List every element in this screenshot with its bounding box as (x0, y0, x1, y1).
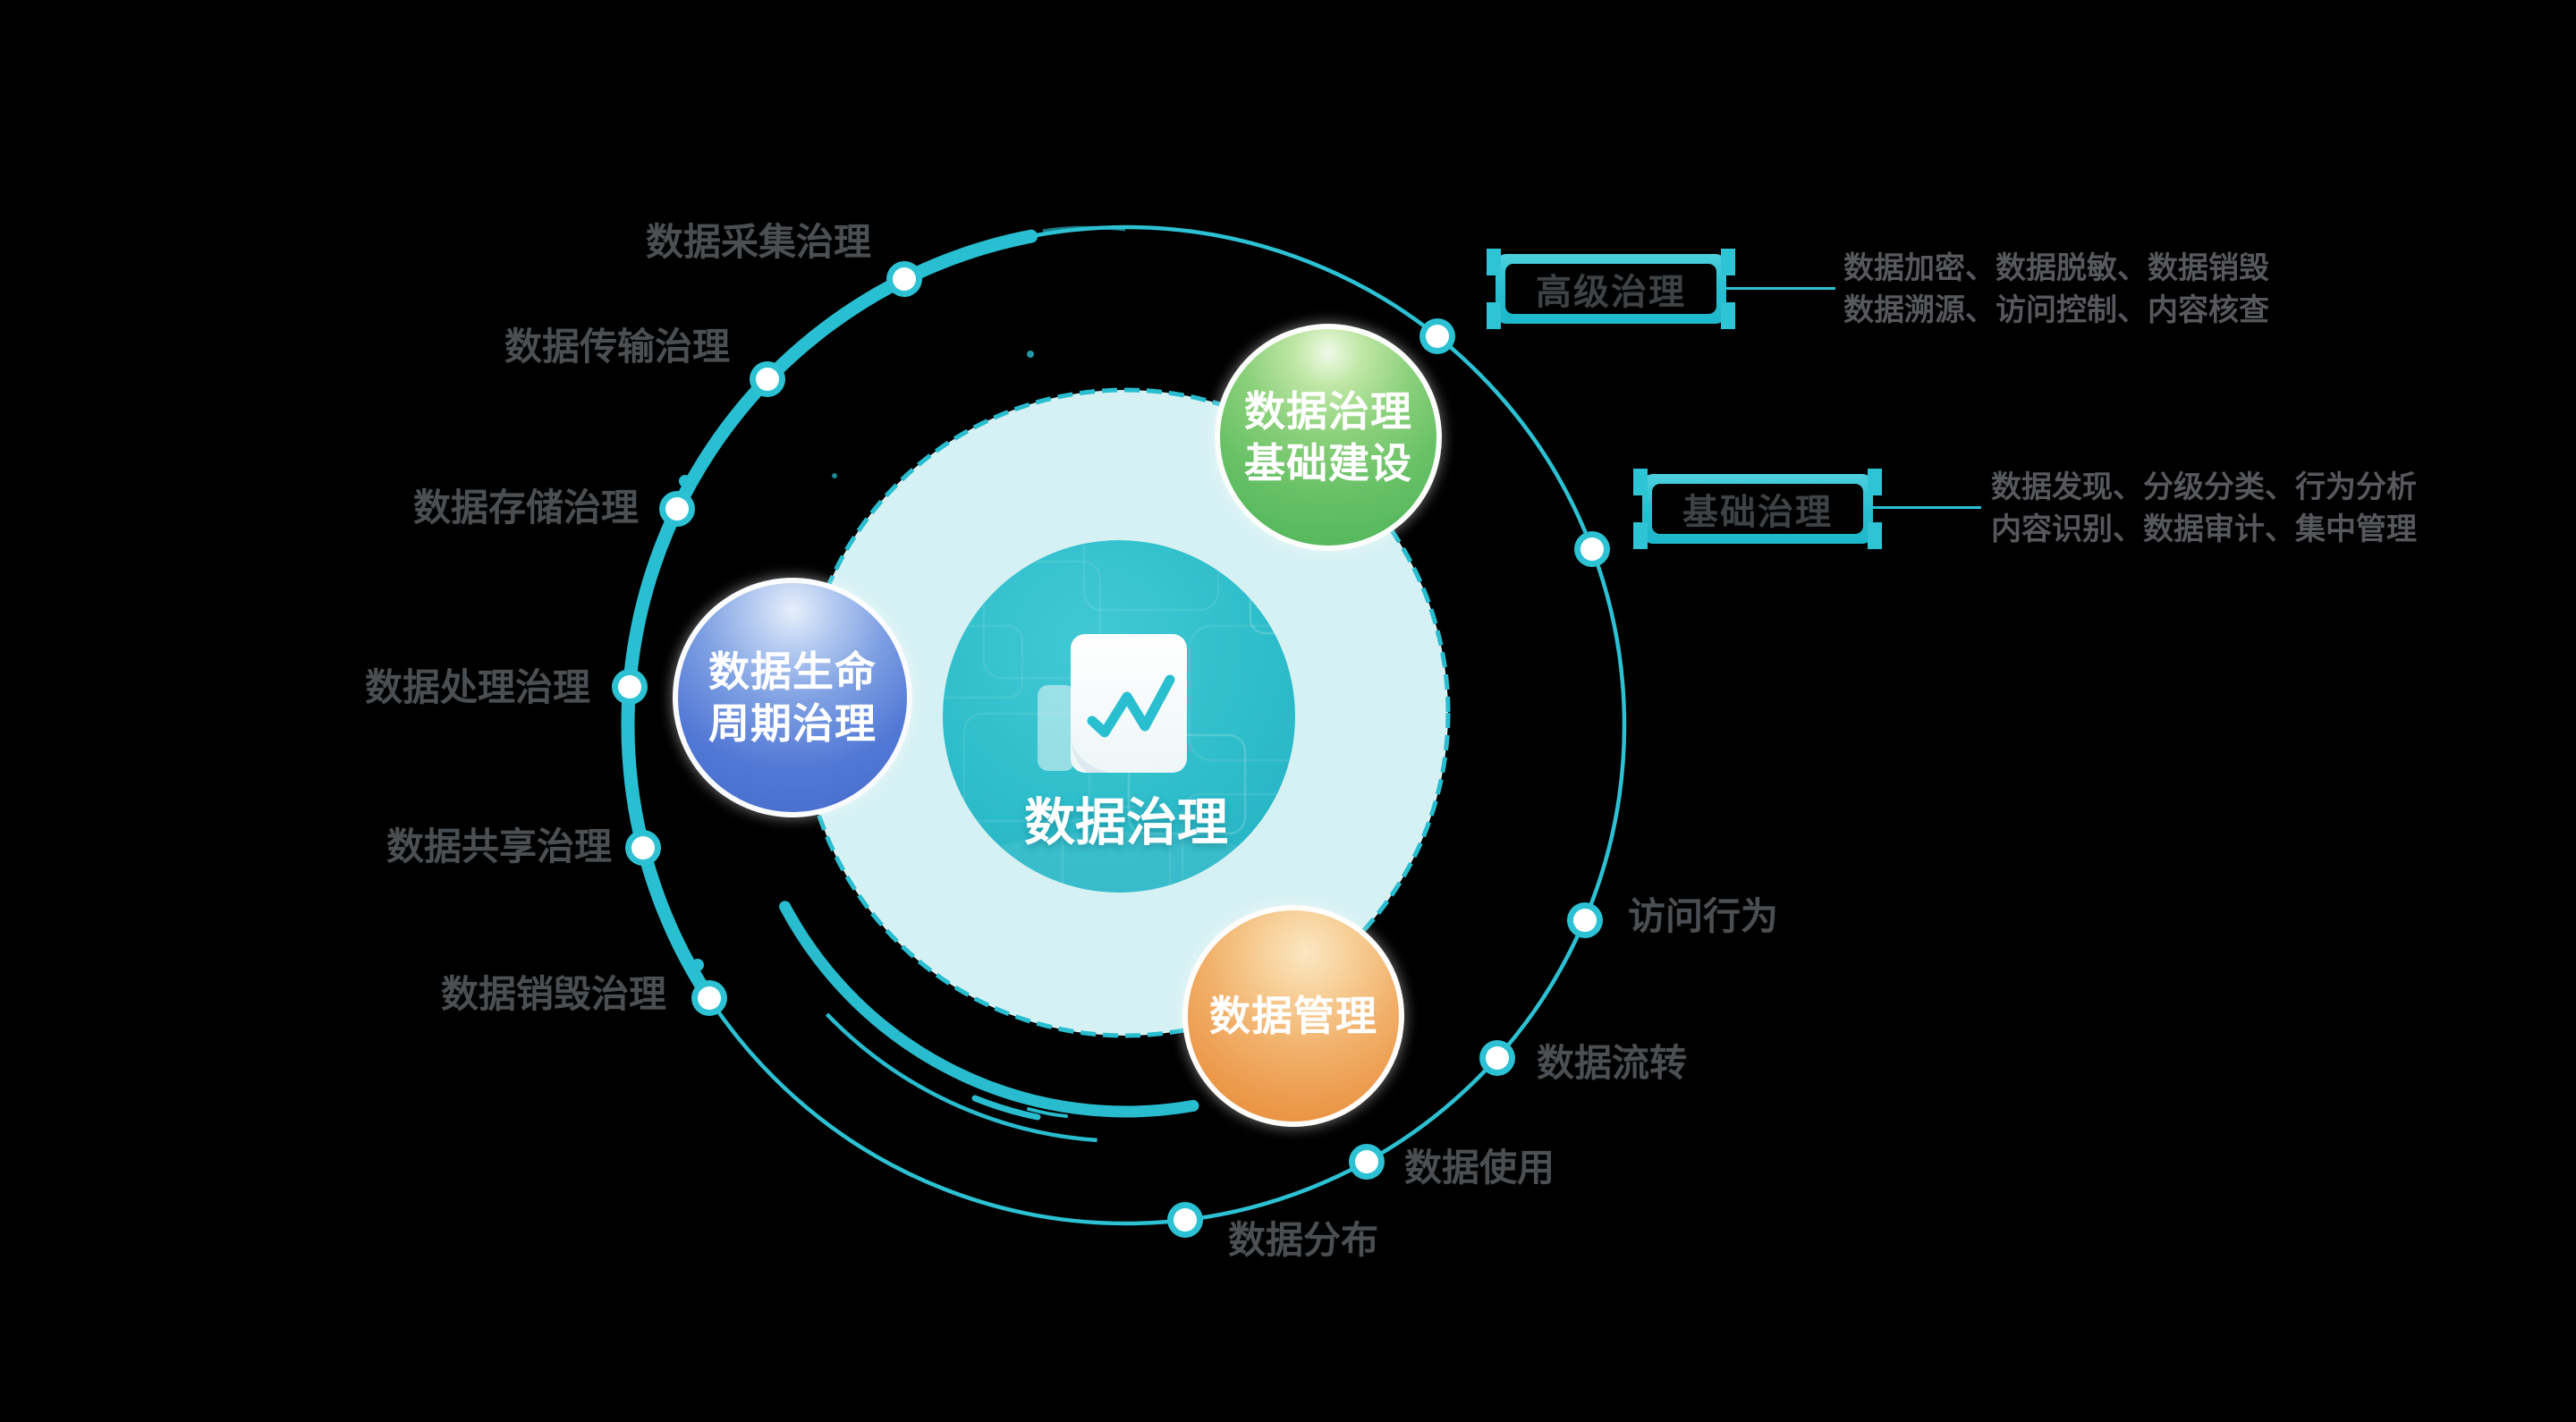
orbit-dot-sharing (625, 830, 661, 866)
description-advanced-governance: 数据加密、数据脱敏、数据销毁 数据溯源、访问控制、内容核查 (1843, 248, 2269, 332)
hub-title: 数据治理 (1024, 794, 1228, 851)
orbit-label-sharing: 数据共享治理 (386, 825, 612, 868)
orbit-dot-advanced (1419, 318, 1455, 354)
description-basic-governance: 数据发现、分级分类、行为分析 内容识别、数据审计、集中管理 (1991, 467, 2417, 551)
decorative-fleck-2 (1027, 1107, 1068, 1118)
orbit-label-storage: 数据存储治理 (412, 487, 639, 529)
bubble-governance-foundation-label: 数据治理基础建设 (1244, 388, 1412, 487)
corner-bracket-icon (1633, 522, 1648, 549)
orbit-label-data-flow: 数据流转 (1537, 1042, 1688, 1084)
callout-advanced-title: 高级治理 (1536, 273, 1686, 312)
orbit-dots (612, 261, 1610, 1238)
orbit-dot-storage (659, 491, 695, 527)
document-back-sheet (1038, 685, 1075, 771)
callout-basic-title: 基础治理 (1682, 493, 1833, 532)
description-line: 数据溯源、访问控制、内容核查 (1843, 293, 2269, 327)
orbit-dot-access (1567, 902, 1603, 938)
orbit-node-small-2 (691, 959, 704, 971)
orbit-dot-distribution (1167, 1202, 1203, 1238)
connector-line-basic (1873, 506, 1981, 509)
orbit-label-data-distribution: 数据分布 (1228, 1219, 1379, 1261)
orbit-dot-transmission (750, 361, 785, 397)
corner-bracket-icon (1487, 249, 1501, 275)
bubble-governance-foundation: 数据治理基础建设 (1215, 324, 1442, 551)
decorative-arc-thin (825, 1012, 1097, 1143)
orbit-dot-usage (1349, 1144, 1385, 1180)
corner-bracket-icon (1868, 522, 1882, 549)
corner-bracket-icon (1868, 469, 1882, 495)
callout-advanced-inner: 高级治理 (1505, 264, 1716, 314)
orbit-node-small-3 (1027, 351, 1034, 358)
orbit-node-small-4 (832, 473, 837, 478)
corner-bracket-icon (1633, 469, 1648, 495)
description-line: 数据加密、数据脱敏、数据销毁 (1843, 251, 2269, 285)
callout-basic-governance: 基础治理 (1633, 469, 1882, 549)
bubble-data-management: 数据管理 (1182, 905, 1404, 1127)
decorative-arc-main (779, 901, 1199, 1118)
brush-arc-tip-speck (1042, 225, 1126, 233)
bubble-data-management-label: 数据管理 (1209, 993, 1377, 1039)
description-line: 内容识别、数据审计、集中管理 (1991, 512, 2417, 546)
description-line: 数据发现、分级分类、行为分析 (1991, 470, 2417, 504)
bubble-data-lifecycle: 数据生命周期治理 (673, 578, 912, 817)
orbit-dot-processing (612, 669, 648, 705)
orbit-label-processing: 数据处理治理 (364, 666, 590, 708)
decorative-fleck-1 (971, 1095, 1041, 1121)
corner-bracket-icon (1721, 249, 1735, 275)
orbit-label-transmission: 数据传输治理 (504, 326, 730, 368)
trend-line-icon (1087, 674, 1175, 738)
callout-basic-inner: 基础治理 (1652, 484, 1863, 534)
callout-advanced-governance: 高级治理 (1487, 249, 1735, 329)
bubble-data-lifecycle-label: 数据生命周期治理 (708, 648, 877, 747)
orbit-label-destruction: 数据销毁治理 (440, 973, 666, 1015)
orbit-dot-basic (1574, 531, 1610, 567)
page-curl (1071, 737, 1109, 773)
orbit-node-small-1 (679, 475, 691, 487)
connector-line-advanced (1726, 287, 1835, 290)
document-chart-icon (1038, 634, 1187, 773)
orbit-label-access-behavior: 访问行为 (1628, 895, 1779, 937)
orbit-label-data-usage: 数据使用 (1404, 1147, 1555, 1189)
orbit-label-collection: 数据采集治理 (645, 221, 871, 263)
orbit-dot-collection (886, 261, 922, 297)
corner-bracket-icon (1487, 302, 1501, 329)
orbit-dot-destruction (691, 980, 727, 1016)
corner-bracket-icon (1721, 302, 1735, 329)
orbit-dot-flow (1479, 1040, 1515, 1076)
